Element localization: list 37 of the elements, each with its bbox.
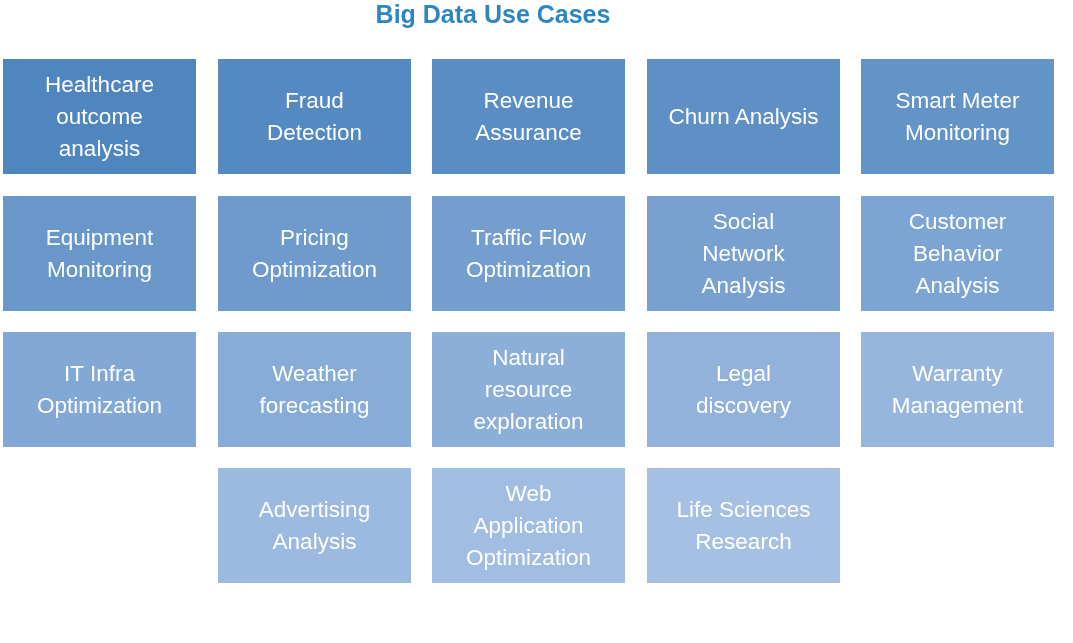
use-case-label: Churn Analysis [668, 102, 819, 131]
use-case-label: Equipment Monitoring [44, 223, 155, 284]
use-case-box [432, 332, 625, 447]
use-case-label: Warranty Management [890, 359, 1025, 420]
use-case-box [3, 332, 196, 447]
use-case-label: Healthcare outcome analysis [44, 70, 155, 163]
use-case-box [861, 59, 1054, 174]
use-case-box [647, 59, 840, 174]
use-case-label: Weather forecasting [258, 359, 371, 420]
use-case-label: Customer Behavior Analysis [907, 207, 1008, 300]
use-case-label: Life Sciences Research [675, 495, 812, 556]
use-case-box [432, 468, 625, 583]
use-case-box [3, 196, 196, 311]
use-case-label: Traffic Flow Optimization [464, 223, 592, 284]
use-case-label: Fraud Detection [265, 86, 364, 147]
use-case-label: Pricing Optimization [250, 223, 378, 284]
use-case-box [432, 59, 625, 174]
use-case-box [861, 196, 1054, 311]
use-case-box [218, 196, 411, 311]
use-case-box [647, 468, 840, 583]
use-case-label: Web Application Optimization [464, 479, 592, 572]
use-case-label: Smart Meter Monitoring [894, 86, 1021, 147]
use-case-box [861, 332, 1054, 447]
use-case-box [218, 59, 411, 174]
use-case-label: Legal discovery [694, 359, 792, 420]
use-case-label: Advertising Analysis [257, 495, 372, 556]
use-case-box [647, 196, 840, 311]
use-case-box [218, 332, 411, 447]
use-case-label: Social Network Analysis [700, 207, 787, 300]
use-case-box [3, 59, 196, 174]
use-case-label: Revenue Assurance [474, 86, 583, 147]
use-case-box [432, 196, 625, 311]
use-case-label: IT Infra Optimization [35, 359, 163, 420]
use-case-label: Natural resource exploration [472, 343, 585, 436]
use-case-box [218, 468, 411, 583]
diagram-title: Big Data Use Cases [374, 0, 612, 28]
use-case-box [647, 332, 840, 447]
